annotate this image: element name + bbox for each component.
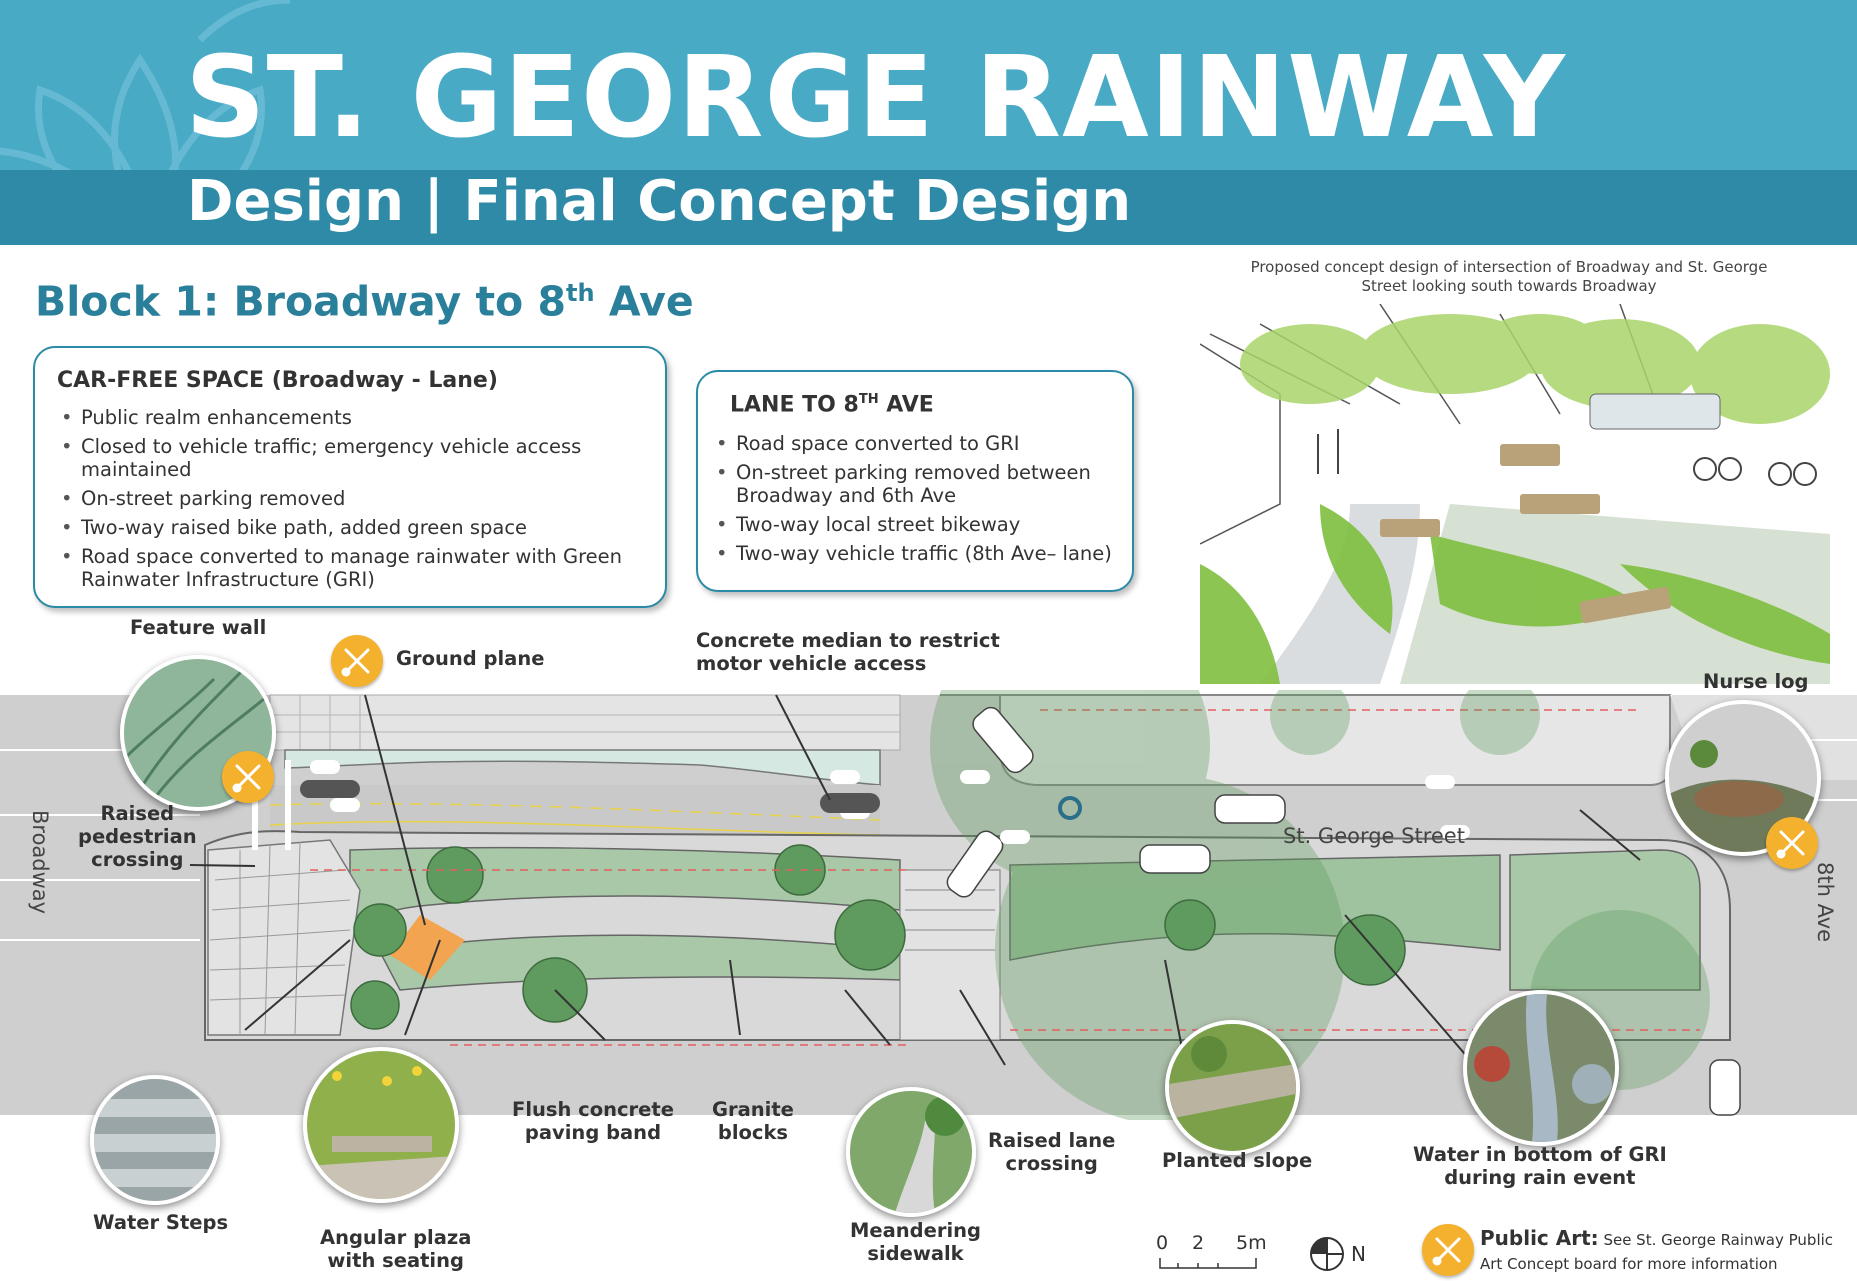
planted-slope-label: Planted slope	[1162, 1149, 1313, 1172]
eighth-ave-label: 8th Ave	[1813, 862, 1837, 943]
car-free-heading: CAR-FREE SPACE (Broadway - Lane)	[57, 368, 498, 393]
ground-plane-label: Ground plane	[396, 647, 545, 670]
public-art-legend: Public Art: See St. George Rainway Publi…	[1480, 1226, 1835, 1276]
list-item: Public realm enhancements	[57, 406, 643, 429]
flush-concrete-line1: Flush concrete	[512, 1098, 674, 1121]
lane-info-box: LANE TO 8TH AVE Road space converted to …	[696, 370, 1134, 592]
north-arrow-icon	[1310, 1237, 1344, 1271]
water-steps-photo	[90, 1075, 220, 1205]
meandering-line1: Meandering	[850, 1219, 981, 1242]
lane-heading-text: LANE TO 8	[730, 392, 859, 418]
raised-ped-line3: crossing	[91, 848, 184, 871]
concept-sketch	[1200, 304, 1830, 684]
lane-heading-sup: TH	[858, 392, 879, 407]
raised-lane-crossing-label: Raised lane crossing	[988, 1129, 1115, 1175]
header-banner: ST. GEORGE RAINWAY Design | Final Concep…	[0, 0, 1857, 245]
st-george-label: St. George Street	[1283, 824, 1465, 848]
concrete-median-label: Concrete median to restrict motor vehicl…	[696, 629, 1000, 675]
broadway-label: Broadway	[28, 810, 52, 915]
flush-concrete-label: Flush concrete paving band	[512, 1098, 674, 1144]
car-free-list: Public realm enhancements Closed to vehi…	[57, 406, 643, 591]
car-free-info-box: CAR-FREE SPACE (Broadway - Lane) Public …	[33, 346, 667, 608]
feature-wall-label: Feature wall	[130, 616, 267, 639]
public-art-icon	[1766, 817, 1818, 869]
angular-plaza-photo	[303, 1047, 459, 1203]
list-item: Two-way local street bikeway	[712, 513, 1118, 536]
water-gri-line2: during rain event	[1444, 1166, 1636, 1189]
block-title-sup: th	[566, 279, 595, 307]
subtitle-band	[0, 170, 1857, 245]
water-gri-label: Water in bottom of GRI during rain event	[1413, 1143, 1667, 1189]
raised-lane-line2: crossing	[1005, 1152, 1098, 1175]
legend-title: Public Art:	[1480, 1226, 1599, 1250]
lane-list: Road space converted to GRI On-street pa…	[712, 432, 1118, 565]
car-icon	[946, 706, 1741, 1116]
public-art-icon	[331, 635, 383, 687]
list-item: Road space converted to GRI	[712, 432, 1118, 455]
raised-ped-line2: pedestrian	[78, 825, 197, 848]
raised-ped-line1: Raised	[100, 802, 175, 825]
block-title-end: Ave	[594, 277, 694, 326]
water-steps-label: Water Steps	[93, 1211, 229, 1234]
north-label: N	[1351, 1242, 1366, 1266]
granite-blocks-label: Granite blocks	[712, 1098, 794, 1144]
list-item: Two-way vehicle traffic (8th Ave– lane)	[712, 542, 1118, 565]
raised-lane-line1: Raised lane	[988, 1129, 1116, 1152]
lane-heading: LANE TO 8TH AVE	[730, 392, 1118, 417]
water-gri-photo	[1463, 990, 1619, 1146]
list-item: Two-way raised bike path, added green sp…	[57, 516, 643, 539]
scale-tick-5: 5m	[1236, 1232, 1267, 1254]
meandering-line2: sidewalk	[867, 1242, 964, 1265]
list-item: Closed to vehicle traffic; emergency veh…	[57, 435, 643, 481]
block-title: Block 1: Broadway to 8th Ave	[35, 268, 694, 327]
angular-plaza-label: Angular plaza with seating	[320, 1226, 471, 1272]
list-item: On-street parking removed between Broadw…	[712, 461, 1118, 507]
flush-concrete-line2: paving band	[524, 1121, 662, 1144]
raised-ped-crossing-label: Raised pedestrian crossing	[78, 802, 197, 871]
concrete-median-line2: motor vehicle access	[696, 652, 927, 675]
granite-line2: blocks	[717, 1121, 789, 1144]
list-item: Road space converted to manage rainwater…	[57, 545, 643, 591]
meandering-sidewalk-label: Meandering sidewalk	[850, 1219, 981, 1265]
nurse-log-label: Nurse log	[1703, 670, 1809, 693]
sketch-caption: Proposed concept design of intersection …	[1250, 258, 1768, 295]
page-title: ST. GEORGE RAINWAY	[185, 33, 1566, 163]
legend-text: See St. George Rainway Public Art Concep…	[1480, 1231, 1834, 1273]
granite-line1: Granite	[712, 1098, 794, 1121]
angular-plaza-line2: with seating	[327, 1249, 464, 1272]
list-item: On-street parking removed	[57, 487, 643, 510]
public-art-icon	[222, 751, 274, 803]
meandering-sidewalk-photo	[846, 1087, 976, 1217]
concrete-median-line1: Concrete median to restrict	[696, 629, 1000, 652]
scale-tick-2: 2	[1192, 1232, 1205, 1254]
water-gri-line1: Water in bottom of GRI	[1413, 1143, 1667, 1166]
page-subtitle: Design | Final Concept Design	[187, 169, 1132, 234]
planted-slope-photo	[1165, 1020, 1300, 1155]
angular-plaza-line1: Angular plaza	[320, 1226, 472, 1249]
block-title-text: Block 1: Broadway to 8	[35, 277, 567, 326]
lane-heading-end: AVE	[878, 392, 934, 418]
scale-bar-graphic	[1159, 1258, 1257, 1269]
scale-tick-0: 0	[1156, 1232, 1169, 1254]
public-art-icon	[1422, 1224, 1474, 1276]
